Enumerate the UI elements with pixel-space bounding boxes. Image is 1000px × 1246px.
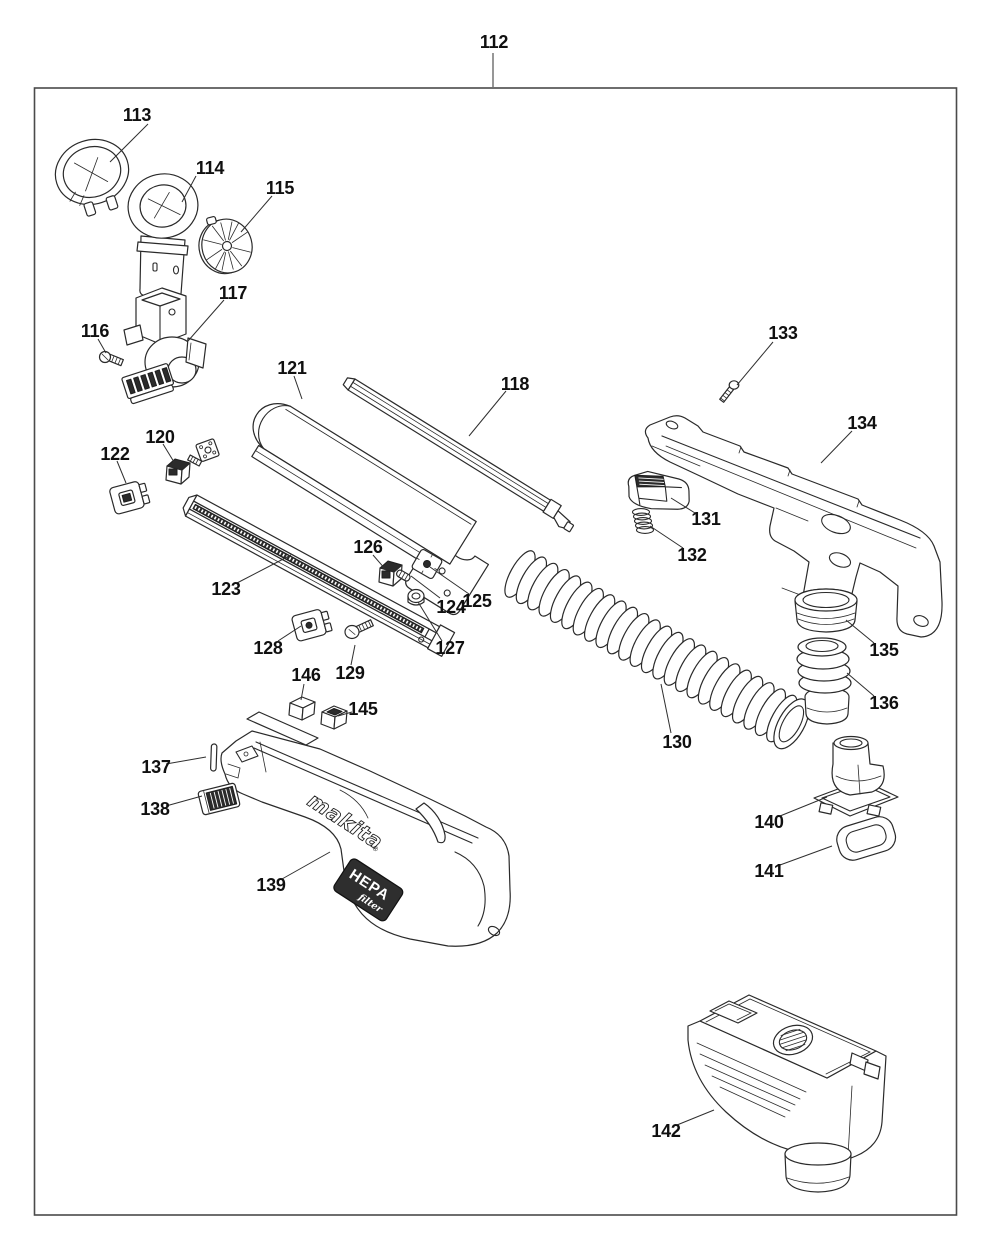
part-139-main-housing: makita ® HEPA filter xyxy=(220,711,511,947)
leader-122 xyxy=(116,460,127,484)
part-label-115: 115 xyxy=(266,178,294,198)
part-label-125: 125 xyxy=(462,591,491,611)
leader-141 xyxy=(779,845,833,866)
part-label-136: 136 xyxy=(869,693,898,713)
part-label-145: 145 xyxy=(348,699,377,719)
part-142-dust-box xyxy=(687,994,887,1193)
part-124-spring-pin xyxy=(395,569,411,582)
part-label-137: 137 xyxy=(141,757,170,777)
leader-142 xyxy=(676,1109,715,1126)
part-137-pin xyxy=(210,743,218,772)
part-120-switch-block xyxy=(165,438,220,485)
part-114-joint-sleeve xyxy=(127,173,199,307)
part-138-grille-block xyxy=(197,782,241,816)
leader-132 xyxy=(649,525,684,549)
part-label-138: 138 xyxy=(140,799,169,819)
leader-128 xyxy=(277,625,302,642)
part-label-134: 134 xyxy=(847,413,876,433)
leader-145 xyxy=(337,711,353,717)
part-label-133: 133 xyxy=(768,323,797,343)
part-label-114: 114 xyxy=(196,158,224,178)
leader-135 xyxy=(845,619,875,644)
part-label-142: 142 xyxy=(651,1121,680,1141)
leader-129 xyxy=(350,644,356,666)
part-label-122: 122 xyxy=(100,444,129,464)
registered-mark: ® xyxy=(370,844,380,855)
part-135-cap xyxy=(794,588,858,633)
leader-131 xyxy=(670,497,696,514)
part-146-button-block xyxy=(288,696,316,721)
part-141-gasket xyxy=(836,816,897,861)
leader-121 xyxy=(293,375,303,400)
part-113-stop-ring xyxy=(54,138,130,217)
part-131-latch-button xyxy=(627,470,690,510)
part-label-140: 140 xyxy=(754,812,783,832)
part-127-nut xyxy=(407,588,425,606)
part-label-118: 118 xyxy=(501,374,529,394)
part-125-plate xyxy=(411,548,443,580)
leader-116 xyxy=(97,338,107,354)
part-label-112: 112 xyxy=(480,32,508,52)
leader-126 xyxy=(372,554,387,571)
part-label-132: 132 xyxy=(677,545,706,565)
leader-134 xyxy=(820,430,853,464)
part-label-113: 113 xyxy=(123,105,151,125)
leader-146 xyxy=(300,683,305,701)
leader-118 xyxy=(468,390,507,437)
part-118-guide-rail xyxy=(342,377,575,533)
part-label-126: 126 xyxy=(353,537,382,557)
part-145-button-block xyxy=(320,705,348,730)
part-label-129: 129 xyxy=(335,663,364,683)
leader-124 xyxy=(410,575,441,599)
part-132-coil-spring xyxy=(631,508,655,534)
leader-137 xyxy=(165,756,207,765)
part-128-holder-bracket xyxy=(291,609,333,642)
leader-127 xyxy=(417,601,443,642)
part-label-127: 127 xyxy=(435,638,464,658)
part-label-131: 131 xyxy=(691,509,720,529)
part-label-123: 123 xyxy=(211,579,240,599)
part-label-121: 121 xyxy=(277,358,306,378)
part-136-bellows-sleeve xyxy=(796,637,852,725)
part-label-116: 116 xyxy=(81,321,109,341)
leader-113 xyxy=(109,123,149,163)
part-115-fan-disc xyxy=(198,215,253,275)
leader-114 xyxy=(181,175,197,203)
part-117-motor-assembly xyxy=(121,287,207,405)
assembly-boundary xyxy=(33,87,958,1216)
part-133-screw xyxy=(719,380,740,403)
leader-125 xyxy=(429,566,470,595)
part-label-139: 139 xyxy=(256,875,285,895)
hepa-badge xyxy=(333,858,404,922)
part-140-elbow-joint xyxy=(813,735,899,817)
part-label-141: 141 xyxy=(754,861,783,881)
leader-139 xyxy=(281,851,331,880)
part-122-holder-bracket xyxy=(109,481,151,515)
leader-120 xyxy=(162,443,175,463)
leader-133 xyxy=(736,341,774,386)
leader-130 xyxy=(660,683,672,734)
leader-138 xyxy=(165,795,203,807)
part-129-screw xyxy=(344,619,374,640)
leader-140 xyxy=(779,796,828,817)
leader-136 xyxy=(846,672,875,697)
leader-117 xyxy=(187,299,225,342)
part-label-135: 135 xyxy=(869,640,898,660)
part-label-146: 146 xyxy=(291,665,320,685)
part-label-130: 130 xyxy=(662,732,691,752)
leader-lines xyxy=(97,53,875,1126)
part-label-117: 117 xyxy=(219,283,247,303)
part-label-120: 120 xyxy=(145,427,174,447)
part-123-rack-rail xyxy=(182,494,456,657)
part-130-flexible-hose xyxy=(498,546,810,750)
leader-123 xyxy=(236,554,292,584)
part-labels: 112 113 114 115 116 117 118 120 121 122 … xyxy=(81,32,899,1141)
part-label-124: 124 xyxy=(436,597,465,617)
leader-115 xyxy=(240,195,273,233)
part-116-screw xyxy=(98,350,124,367)
part-134-nozzle-housing xyxy=(644,415,943,638)
part-label-128: 128 xyxy=(253,638,282,658)
part-121-slide-cover xyxy=(251,403,490,616)
